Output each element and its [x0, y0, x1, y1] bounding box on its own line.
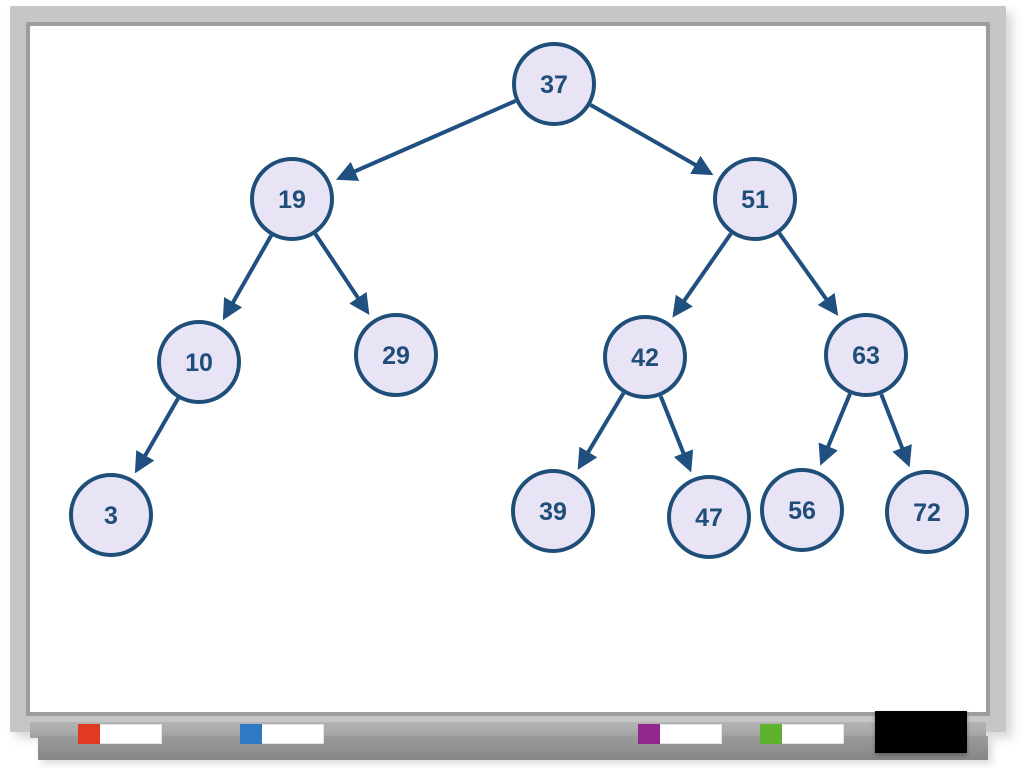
red-marker-cap	[78, 724, 100, 744]
purple-marker-barrel	[660, 724, 722, 744]
whiteboard-surface	[30, 26, 986, 712]
blue-marker[interactable]	[240, 724, 324, 744]
whiteboard-eraser[interactable]	[875, 711, 967, 753]
red-marker[interactable]	[78, 724, 162, 744]
blue-marker-barrel	[262, 724, 324, 744]
red-marker-barrel	[100, 724, 162, 744]
green-marker-barrel	[782, 724, 844, 744]
green-marker[interactable]	[760, 724, 844, 744]
whiteboard-marker-tray	[38, 736, 988, 760]
blue-marker-cap	[240, 724, 262, 744]
purple-marker[interactable]	[638, 724, 722, 744]
green-marker-cap	[760, 724, 782, 744]
purple-marker-cap	[638, 724, 660, 744]
